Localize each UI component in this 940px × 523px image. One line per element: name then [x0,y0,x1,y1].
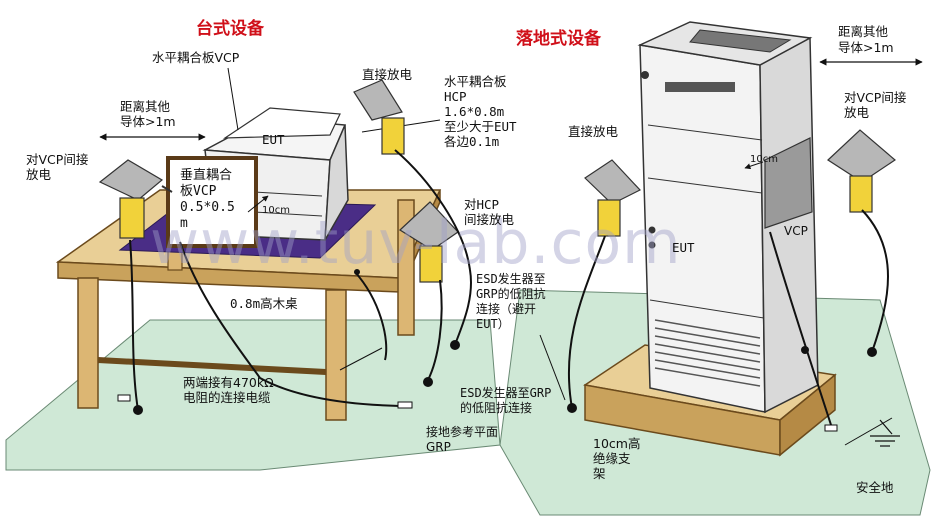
safety-ground-symbol [870,419,900,447]
title-tabletop: 台式设备 [196,19,264,39]
label-safety-ground: 安全地 [856,480,894,495]
label-vcp-indirect-right-2: 放电 [844,105,870,120]
label-10cm-floor: 10cm [750,154,778,165]
esd-gun [827,129,896,213]
esd-gun [98,159,173,239]
label-cable: 两端接有470kΩ 电阻的连接电缆 [183,375,274,405]
label-vcp-indirect-left-1: 对VCP间接 [26,152,89,167]
label-dist-left-2: 导体>1m [120,114,176,129]
label-grp: 接地参考平面 GRP [426,425,499,454]
label-vcp-board: 垂直耦合 板VCP 0.5*0.5 m [180,168,235,231]
label-esd-grp: ESD发生器至GRP 的低阻抗连接 [460,386,552,415]
label-dist-right-2: 导体>1m [838,40,894,55]
label-dist-right-1: 距离其他 [838,24,889,39]
vcp-board-right [764,137,813,229]
table-leg [325,289,347,421]
label-eut-floor: EUT [672,240,695,255]
esd-gun [399,201,459,283]
title-floor: 落地式设备 [516,29,601,49]
label-hcp-indirect: 对HCP 间接放电 [464,197,515,227]
table-leg [77,277,99,409]
label-vcp-indirect-right-1: 对VCP间接 [844,90,907,105]
label-vcp-indirect-left-2: 放电 [26,167,52,182]
eut-table-side [324,124,349,241]
label-direct-discharge-floor: 直接放电 [568,124,619,139]
label-10cm-table: 10cm [262,205,290,216]
label-vcp-floor: VCP [784,224,808,238]
esd-gun [353,79,405,155]
label-vcp-horizontal: 水平耦合板VCP [152,50,240,65]
label-dist-left-1: 距离其他 [120,99,171,114]
cabinet-vent [654,319,761,387]
label-hcp-spec: 水平耦合板 HCP 1.6*0.8m 至少大于EUT 各边0.1m [444,74,517,149]
label-esd-grp-avoid: ESD发生器至 GRP的低阻抗 连接（避开 EUT） [476,272,546,331]
esd-gun [584,159,641,237]
watermark: www.tuv-lab.com [150,208,682,278]
eut-table-paper [222,107,341,139]
label-table: 0.8m高木桌 [230,296,298,311]
label-support: 10cm高 绝缘支 架 [593,436,641,481]
label-direct-discharge-top: 直接放电 [362,67,413,82]
label-eut-table: EUT [262,132,285,147]
vcp-board-left [166,156,258,248]
